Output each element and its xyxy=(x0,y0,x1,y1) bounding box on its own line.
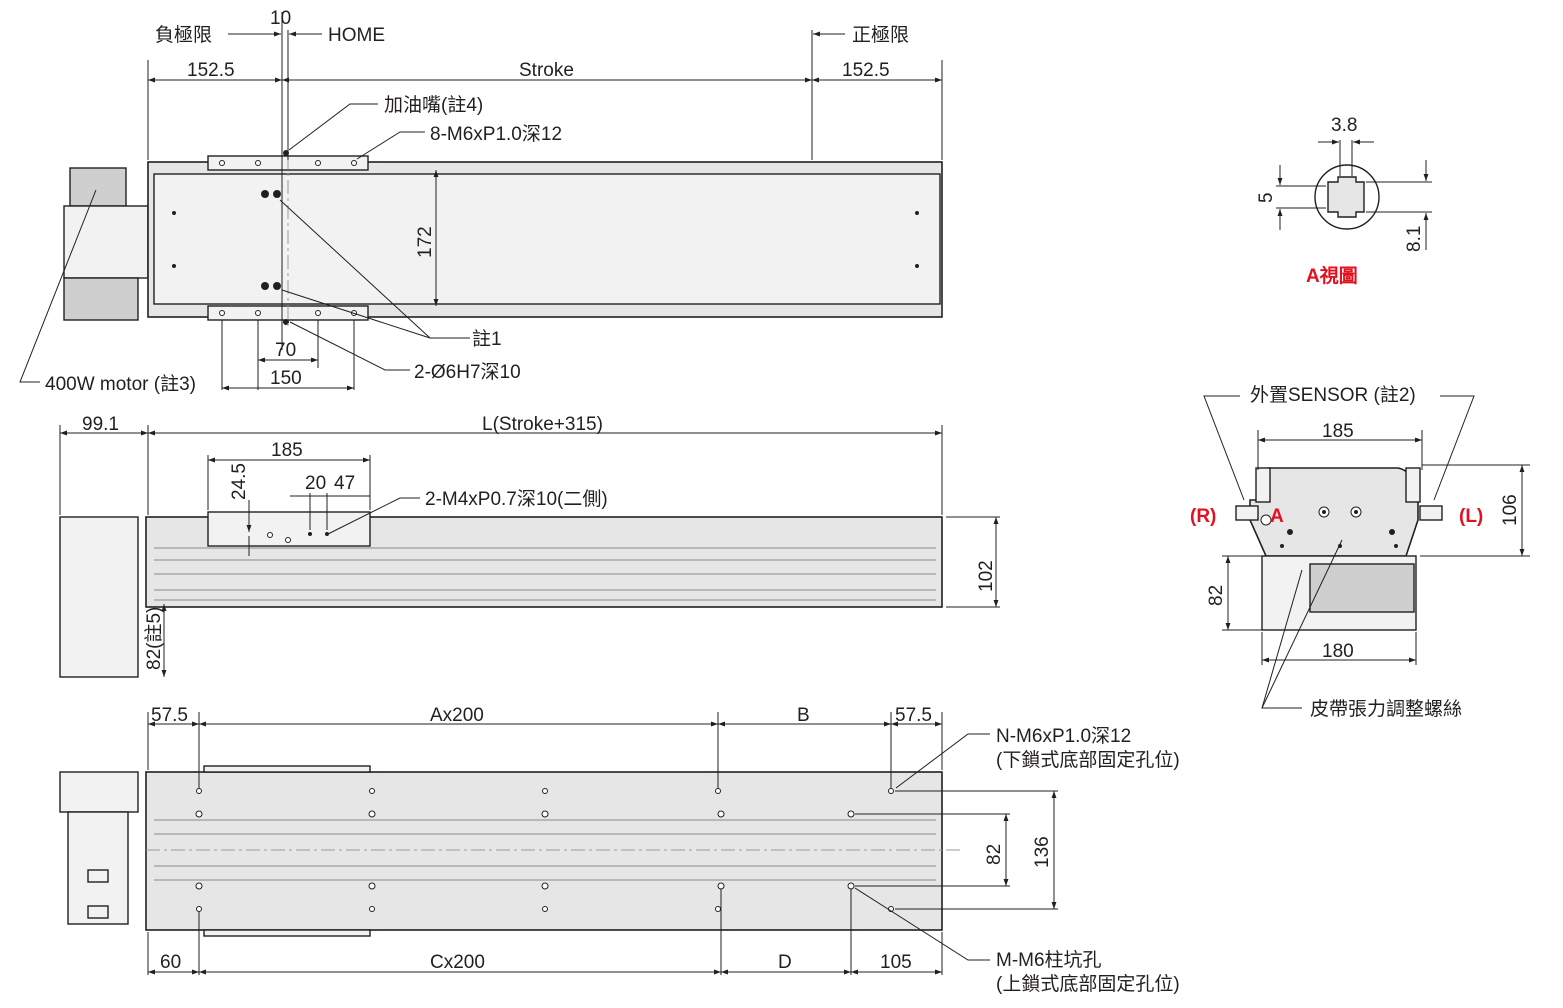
a-right-label: 8.1 xyxy=(1404,226,1425,252)
hole-20-label: 20 xyxy=(305,473,326,494)
sensor-label: 外置SENSOR (註2) xyxy=(1250,384,1416,406)
l-label: (L) xyxy=(1459,506,1483,527)
side-view: 99.1 L(Stroke+315) 185 24.5 20 47 2-M4xP… xyxy=(59,414,1000,678)
top-left-label: 57.5 xyxy=(151,705,188,726)
neg-limit-label: 負極限 xyxy=(155,24,212,46)
home-offset-label: 10 xyxy=(270,8,291,29)
m-holes-label: M-M6柱坑孔 xyxy=(996,949,1102,971)
a-top-label: 3.8 xyxy=(1331,115,1357,136)
end-width-bottom-label: 180 xyxy=(1322,641,1354,662)
height-102-label: 102 xyxy=(976,560,997,592)
inner-width-label: 82 xyxy=(984,844,1005,865)
pos-limit-label: 正極限 xyxy=(852,24,909,46)
top-motor-block xyxy=(63,205,149,279)
motor-height-label: 82(註5) xyxy=(143,607,165,670)
side-motor xyxy=(59,516,139,678)
a-label: A xyxy=(1270,506,1284,527)
n-holes-note: (下鎖式底部固定孔位) xyxy=(996,749,1180,771)
side-holes-label: 2-M4xP0.7深10(二側) xyxy=(425,488,608,510)
hole-47-label: 47 xyxy=(334,473,355,494)
width-172-label: 172 xyxy=(415,226,436,258)
pitch-150-label: 150 xyxy=(270,368,302,389)
bottom-view: 57.5 Ax200 B 57.5 N-M6xP1.0深12 (下鎖式底部固定孔… xyxy=(59,705,1180,995)
home-label: HOME xyxy=(328,25,385,46)
note1-label: 註1 xyxy=(472,328,502,350)
top-holes-label: 8-M6xP1.0深12 xyxy=(430,123,562,145)
a-pitch-label: Ax200 xyxy=(430,705,484,726)
height-245-label: 24.5 xyxy=(229,463,250,500)
left-margin-label: 152.5 xyxy=(187,60,235,81)
top-motor-base xyxy=(63,277,139,321)
top-right-label: 57.5 xyxy=(895,705,932,726)
top-motor-cap xyxy=(69,167,127,207)
b-label: B xyxy=(797,705,810,726)
bottom-right-label: 105 xyxy=(880,952,912,973)
n-holes-label: N-M6xP1.0深12 xyxy=(996,725,1131,747)
d-label: D xyxy=(778,952,792,973)
motor-label: 400W motor (註3) xyxy=(45,373,196,395)
top-cover xyxy=(153,173,941,305)
end-motor-height-label: 82 xyxy=(1206,585,1227,606)
bottom-body xyxy=(145,771,943,931)
motor-len-label: 99.1 xyxy=(82,414,119,435)
right-margin-label: 152.5 xyxy=(842,60,890,81)
pitch-70-label: 70 xyxy=(275,340,296,361)
end-width-top-label: 185 xyxy=(1322,421,1354,442)
stroke-label: Stroke xyxy=(519,60,574,81)
a-view-title: A視圖 xyxy=(1306,264,1358,287)
end-view: 外置SENSOR (註2) 185 (R) A (L) 106 82 180 皮… xyxy=(1190,384,1530,720)
a-view: 3.8 5 8.1 A視圖 xyxy=(1256,115,1432,287)
a-left-label: 5 xyxy=(1256,192,1277,203)
end-height-label: 106 xyxy=(1500,494,1521,526)
bottom-left-label: 60 xyxy=(160,952,181,973)
bottom-motor-top xyxy=(59,771,139,813)
oil-port-label: 加油嘴(註4) xyxy=(384,94,483,116)
carriage-len-label: 185 xyxy=(271,440,303,461)
outer-width-label: 136 xyxy=(1032,836,1053,868)
dowel-label: 2-Ø6H7深10 xyxy=(414,361,521,383)
top-view: 負極限 10 HOME 正極限 152.5 Stroke 152.5 加油嘴(註… xyxy=(19,8,943,395)
r-label: (R) xyxy=(1190,506,1216,527)
c-pitch-label: Cx200 xyxy=(430,952,485,973)
belt-label: 皮帶張力調整螺絲 xyxy=(1310,698,1462,720)
m-holes-note: (上鎖式底部固定孔位) xyxy=(996,973,1180,995)
length-label: L(Stroke+315) xyxy=(482,414,603,435)
